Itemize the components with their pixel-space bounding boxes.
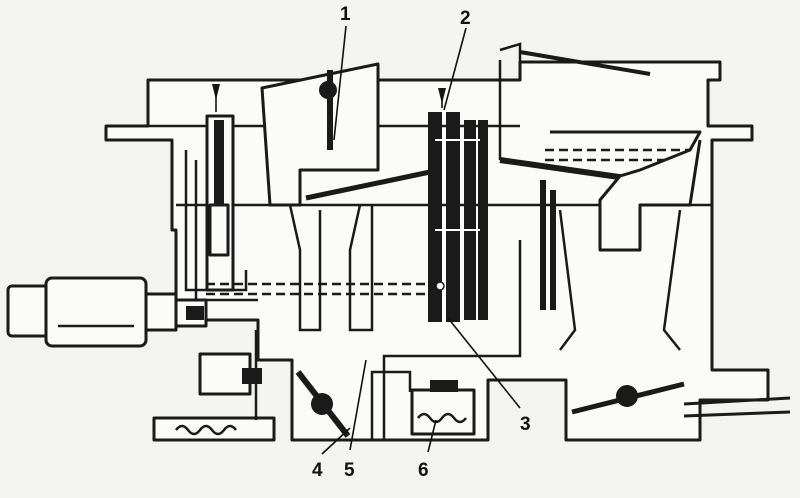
callout-5: 5 <box>344 460 355 481</box>
leader-lines <box>321 25 521 455</box>
choke-valve <box>319 70 337 150</box>
solenoid-valve <box>6 276 208 348</box>
callout-2: 2 <box>460 8 471 29</box>
fuel-inlet-pipe <box>305 42 651 201</box>
emulsion-tubes <box>428 88 488 322</box>
air-inlet <box>260 62 380 332</box>
callout-3: 3 <box>520 414 531 435</box>
idle-jet-assembly <box>184 84 258 302</box>
secondary-throttle <box>571 381 791 418</box>
primary-throttle <box>295 370 351 438</box>
idle-spring-assembly <box>152 330 276 442</box>
secondary-venturi <box>540 130 702 351</box>
callout-1: 1 <box>340 4 351 25</box>
callout-4: 4 <box>312 460 323 481</box>
accelerator-pump <box>370 240 522 440</box>
callout-6: 6 <box>418 460 429 481</box>
